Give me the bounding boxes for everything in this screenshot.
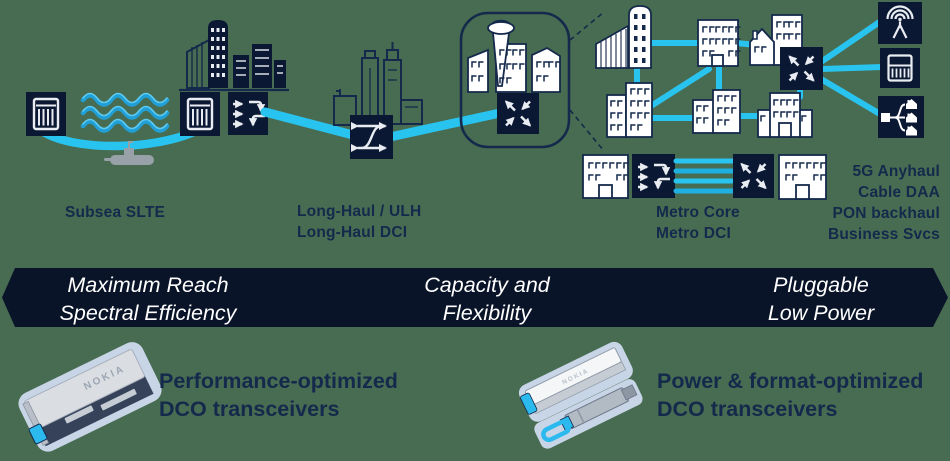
longhaul-city-skyline — [333, 42, 423, 126]
metro-crossconnect-node — [497, 93, 539, 134]
city-skyline-filled — [179, 20, 289, 92]
metro-hub-node — [780, 47, 823, 90]
banner-segment-pluggable: Pluggable Low Power — [767, 273, 875, 325]
banner-segment-reach: Maximum Reach Spectral Efficiency — [59, 273, 237, 325]
metro-mesh — [582, 2, 924, 200]
banner-arrow-shape — [2, 268, 948, 327]
longhaul-segment — [260, 42, 505, 159]
metro-links — [634, 18, 885, 121]
midrise-building — [692, 89, 741, 134]
metro-core-row — [582, 154, 827, 200]
metro-highlight-frame — [459, 11, 605, 152]
metro-core-crossconnect-node — [733, 154, 774, 198]
network-diagram — [26, 2, 924, 200]
antenna-icon — [886, 5, 914, 39]
metro-label: Metro Core Metro DCI — [656, 204, 740, 242]
pon-splitter-icon — [881, 99, 917, 136]
cable-node-icon — [887, 54, 913, 82]
submarine-icon — [104, 141, 154, 165]
power-product-caption: Power & format-optimized DCO transceiver… — [657, 369, 924, 421]
twin-towers-building — [606, 82, 653, 138]
ocean-waves-icon — [80, 92, 170, 133]
cyan-pull-tab — [541, 419, 572, 443]
product-images: NOKIA NOKIA — [18, 341, 643, 452]
cable-daa-node — [880, 48, 920, 88]
longhaul-label: Long-Haul / ULH Long-Haul DCI — [297, 203, 422, 241]
cfp-transceiver-image: NOKIA — [18, 342, 162, 452]
parallel-fiber-links — [673, 158, 735, 194]
qsfp-module: NOKIA — [518, 341, 633, 422]
fiber-link — [260, 107, 358, 140]
winged-building — [757, 92, 813, 138]
seattle-skyline — [467, 19, 561, 93]
banner-segment-capacity: Capacity and Flexibility — [424, 273, 550, 325]
house-and-tower — [749, 14, 803, 66]
silo-building — [595, 5, 652, 69]
cyan-latch — [520, 392, 538, 415]
subsea-cable — [37, 126, 201, 151]
performance-product-caption: Performance-optimized DCO transceivers — [159, 369, 398, 421]
subsea-label: Subsea SLTE — [64, 204, 166, 221]
cyan-latch — [28, 423, 48, 445]
zoom-callout-lines — [569, 11, 605, 152]
direction-banner — [2, 268, 948, 327]
pluggable-transceivers-image: NOKIA — [518, 341, 643, 449]
subsea-segment — [26, 20, 289, 165]
sfp-module — [534, 379, 643, 449]
office-building — [697, 19, 741, 67]
access-services-label: 5G Anyhaul Cable DAA PON backhaul Busine… — [827, 163, 940, 243]
fiber-link — [385, 108, 505, 142]
